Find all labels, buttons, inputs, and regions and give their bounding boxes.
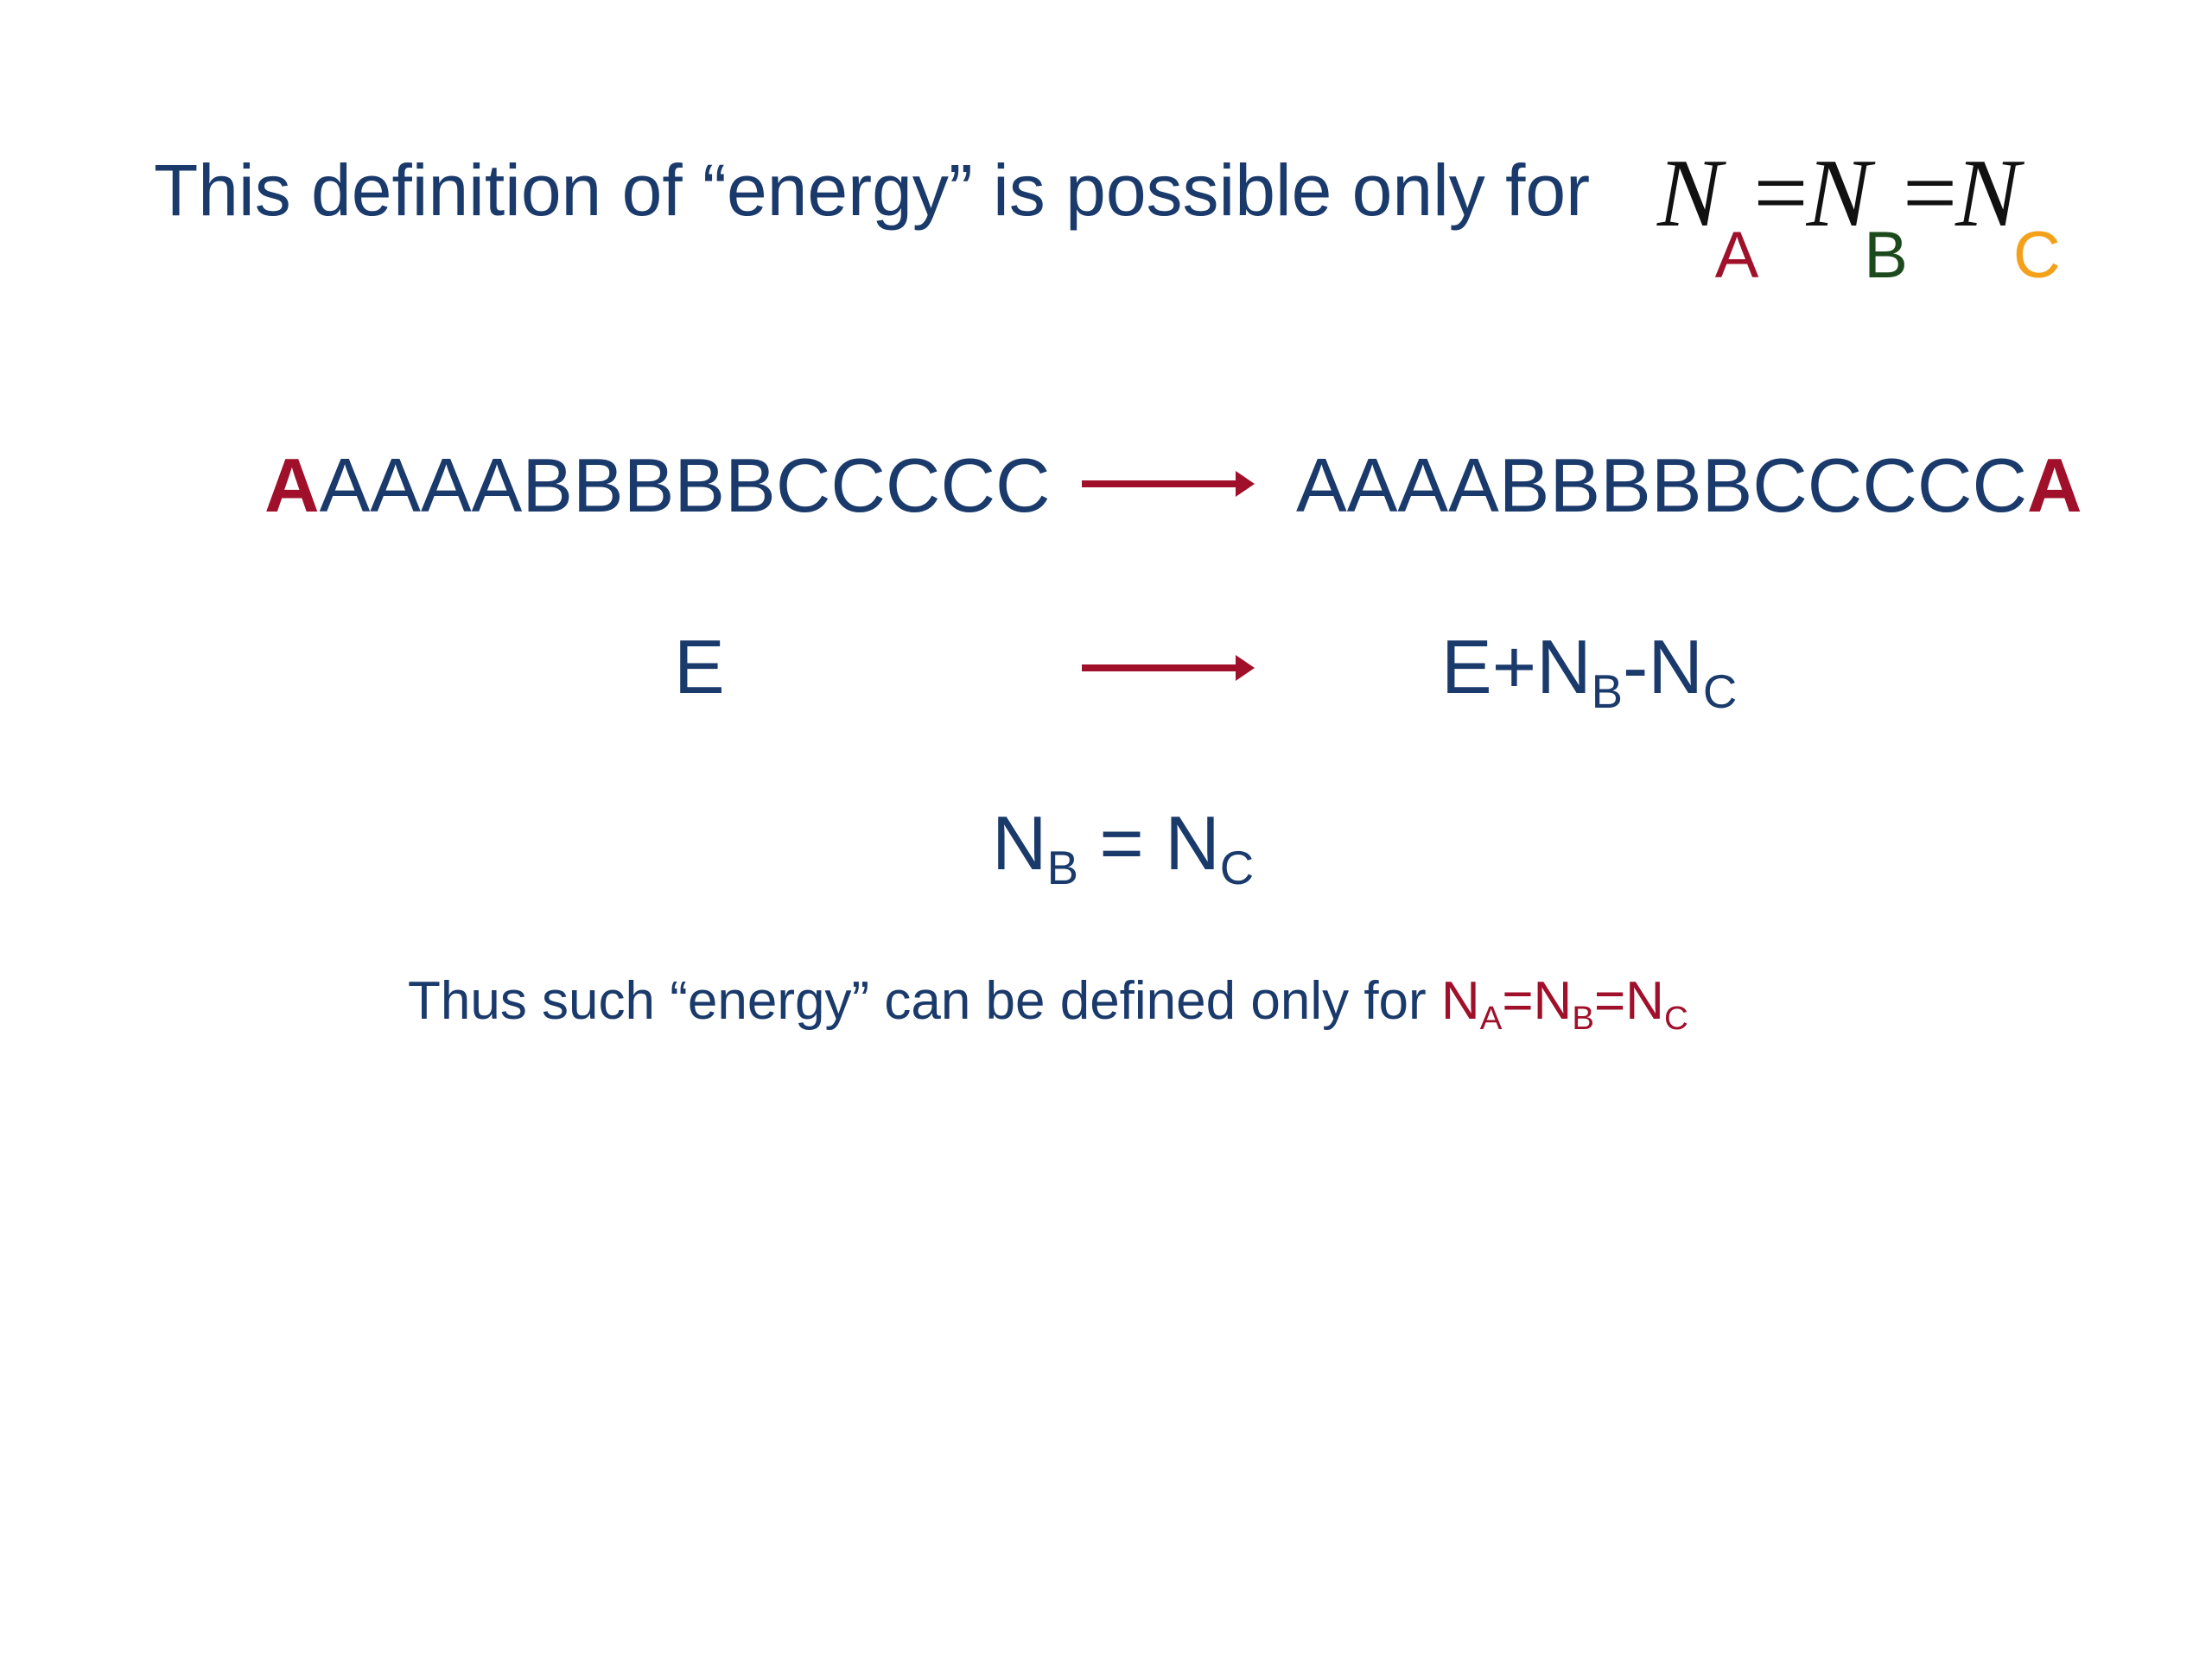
conclusion-prefix: Thus such “energy” can be defined only f… [408, 971, 1441, 1031]
sequence-before-rest: AAAABBBBBCCCCC [319, 442, 1051, 528]
energy-after-minus: -N [1623, 624, 1703, 709]
formula-sub-c: C [2012, 219, 2061, 292]
condition-equals: = N [1077, 800, 1220, 886]
sequence-before: AAAAABBBBBCCCCC [264, 448, 1051, 524]
condition-equation: NB = NC [992, 805, 1254, 893]
formula-sub-a: A [1714, 219, 1759, 292]
conclusion-sub-a: A [1479, 1000, 1503, 1038]
condition-sub-b: B [1046, 842, 1078, 895]
energy-after-prefix: E+N [1441, 624, 1592, 709]
conclusion-n-a: N [1440, 971, 1480, 1031]
energy-before: E [674, 624, 725, 709]
sequence-after-highlight: A [2027, 442, 2082, 528]
energy-arrow-icon [1082, 655, 1255, 681]
formula-n-a: N [1657, 140, 1722, 247]
formula-equals-1: = [1753, 140, 1808, 247]
energy-after-sub-c: C [1702, 665, 1738, 719]
energy-after: E+NB-NC [1441, 629, 1737, 716]
formula-n-c: N [1955, 140, 2020, 247]
formula-n-b: N [1806, 140, 1872, 247]
sequence-after-rest: AAAABBBBBCCCCC [1296, 442, 2028, 528]
formula-equals-2: = [1902, 140, 1958, 247]
sequence-before-highlight: A [264, 442, 320, 528]
conclusion-sub-c: C [1663, 1000, 1688, 1038]
transition-arrow-icon [1082, 471, 1255, 497]
conclusion-text: Thus such “energy” can be defined only f… [408, 975, 1688, 1036]
title-formula: NA=NB=NC [1657, 145, 2061, 289]
condition-sub-c: C [1219, 842, 1255, 895]
title-text: This definition of “energy” is possible … [154, 149, 1591, 231]
energy-after-sub-b: B [1591, 665, 1624, 719]
conclusion-sub-b: B [1572, 1000, 1594, 1038]
condition-n-b: N [992, 800, 1047, 886]
conclusion-eq-n-b: =N [1502, 971, 1573, 1031]
conclusion-eq-n-c: =N [1593, 971, 1664, 1031]
sequence-after: AAAABBBBBCCCCCA [1296, 448, 2082, 524]
formula-sub-b: B [1864, 219, 1908, 292]
conclusion-formula: NA=NB=NC [1440, 971, 1688, 1036]
